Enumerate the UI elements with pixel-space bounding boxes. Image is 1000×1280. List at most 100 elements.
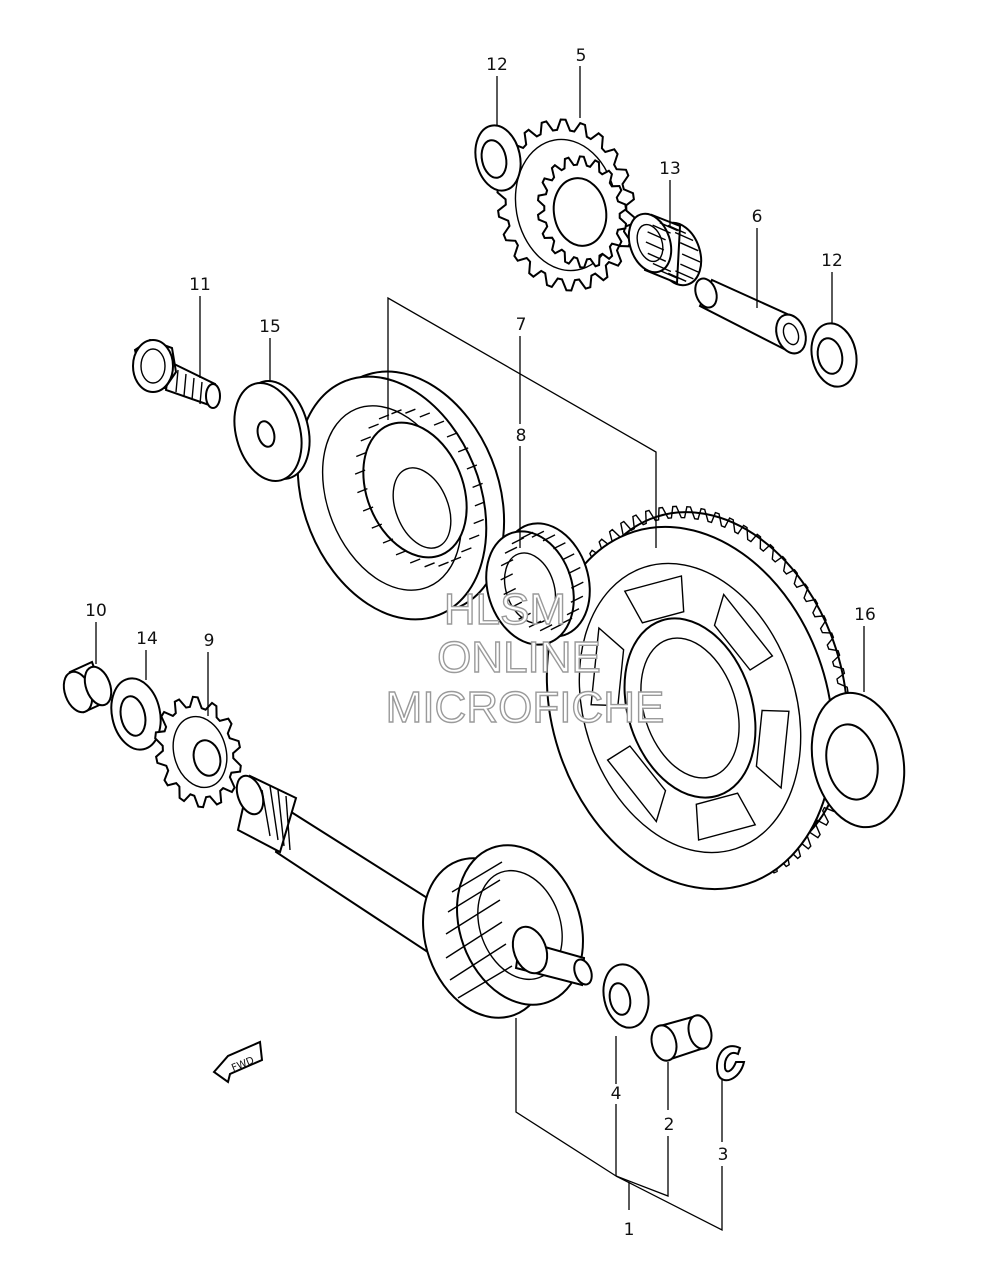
detail-line xyxy=(424,562,435,568)
detail-line xyxy=(550,623,564,631)
detail-line xyxy=(473,518,484,525)
callout-14[interactable]: 14 xyxy=(136,629,158,649)
callout-7[interactable]: 7 xyxy=(516,315,527,335)
bolt-11[interactable] xyxy=(132,338,221,409)
gear-spoke-window xyxy=(713,593,774,671)
washer-16[interactable] xyxy=(800,684,916,836)
fwd-arrow: FWD xyxy=(212,1040,264,1084)
gear-spoke-window xyxy=(606,745,667,823)
shaft-assembly-1[interactable] xyxy=(232,772,605,1035)
gear-spoke-window xyxy=(590,626,625,707)
callout-13[interactable]: 13 xyxy=(659,159,681,179)
detail-line xyxy=(438,561,449,567)
detail-line xyxy=(570,595,584,603)
detail-line xyxy=(405,408,416,414)
detail-line xyxy=(520,531,534,539)
detail-line xyxy=(518,612,531,620)
callout-1[interactable]: 1 xyxy=(624,1220,635,1240)
callout-16[interactable]: 16 xyxy=(854,605,876,625)
detail-line xyxy=(553,542,566,550)
gear-9[interactable] xyxy=(154,695,242,809)
detail-line xyxy=(679,242,699,252)
detail-line xyxy=(570,581,584,589)
detail-line xyxy=(391,409,402,415)
detail-line xyxy=(419,412,431,418)
detail-line xyxy=(474,501,486,507)
sleeve-2[interactable] xyxy=(648,1013,715,1064)
callout-12-top[interactable]: 12 xyxy=(486,55,508,75)
detail-line xyxy=(461,547,472,553)
detail-line xyxy=(357,487,368,494)
gear-spoke-window xyxy=(623,575,685,624)
large-gear[interactable] xyxy=(502,477,892,927)
detail-line xyxy=(446,432,458,438)
gear-spoke-window xyxy=(755,709,790,790)
detail-line xyxy=(395,550,407,556)
detail-line xyxy=(542,534,556,542)
detail-line xyxy=(382,538,394,544)
spacer-10[interactable] xyxy=(59,660,117,716)
callout-labels: 1 2 3 4 5 6 7 8 9 10 11 12 12 13 14 15 1… xyxy=(85,46,876,1240)
detail-line xyxy=(504,546,518,554)
callout-9[interactable]: 9 xyxy=(204,631,215,651)
needle-bearing-13[interactable] xyxy=(622,208,709,291)
gear-spoke-window xyxy=(695,792,757,841)
circlip-3[interactable] xyxy=(716,1045,746,1082)
washer-15[interactable] xyxy=(224,373,320,488)
detail-line xyxy=(511,537,525,545)
callout-3[interactable]: 3 xyxy=(718,1145,729,1165)
detail-line xyxy=(368,423,379,429)
detail-line xyxy=(647,231,666,241)
callout-12-right[interactable]: 12 xyxy=(821,251,843,271)
detail-line xyxy=(674,231,694,242)
callout-11[interactable]: 11 xyxy=(189,275,211,295)
detail-line xyxy=(445,899,501,935)
detail-line xyxy=(285,795,291,851)
detail-line xyxy=(457,447,469,453)
detail-line xyxy=(378,414,390,420)
washer-12-right[interactable] xyxy=(806,319,862,391)
callout-15[interactable]: 15 xyxy=(259,317,281,337)
detail-line xyxy=(362,506,374,512)
gear-5[interactable] xyxy=(496,118,636,292)
washer-4[interactable] xyxy=(598,960,654,1032)
detail-line xyxy=(652,224,671,234)
starter-clutch-housing[interactable] xyxy=(263,343,538,648)
detail-line xyxy=(567,566,581,575)
detail-line xyxy=(500,559,514,567)
detail-line xyxy=(261,789,271,837)
callout-6[interactable]: 6 xyxy=(752,207,763,227)
detail-line xyxy=(531,530,545,538)
callout-8[interactable]: 8 xyxy=(516,426,527,446)
detail-line xyxy=(659,269,679,280)
detail-line xyxy=(457,965,513,999)
detail-line xyxy=(191,377,195,401)
detail-line xyxy=(354,469,366,475)
detail-line xyxy=(647,252,667,262)
detail-line xyxy=(667,272,687,282)
detail-line xyxy=(356,451,367,458)
detail-line xyxy=(472,482,483,489)
detail-line xyxy=(433,420,445,426)
watermark-line3: MICROFICHE xyxy=(386,683,665,732)
washer-12-top[interactable] xyxy=(470,121,527,195)
detail-line xyxy=(371,523,383,529)
detail-line xyxy=(277,789,285,847)
callout-5[interactable]: 5 xyxy=(576,46,587,66)
shaft-6[interactable] xyxy=(691,275,811,357)
detail-line xyxy=(199,381,203,405)
detail-line xyxy=(175,369,179,393)
detail-line xyxy=(659,222,679,232)
needle-bearing-8[interactable] xyxy=(472,512,604,656)
callout-2[interactable]: 2 xyxy=(664,1115,675,1135)
detail-line xyxy=(409,558,421,564)
washer-14[interactable] xyxy=(105,674,167,754)
detail-line xyxy=(269,785,279,841)
detail-line xyxy=(500,573,514,581)
watermark-line2: ONLINE xyxy=(437,633,601,682)
detail-line xyxy=(675,270,694,280)
callout-4[interactable]: 4 xyxy=(611,1084,622,1104)
leader-lines xyxy=(95,66,865,1232)
detail-line xyxy=(450,556,462,562)
callout-10[interactable]: 10 xyxy=(85,601,107,621)
